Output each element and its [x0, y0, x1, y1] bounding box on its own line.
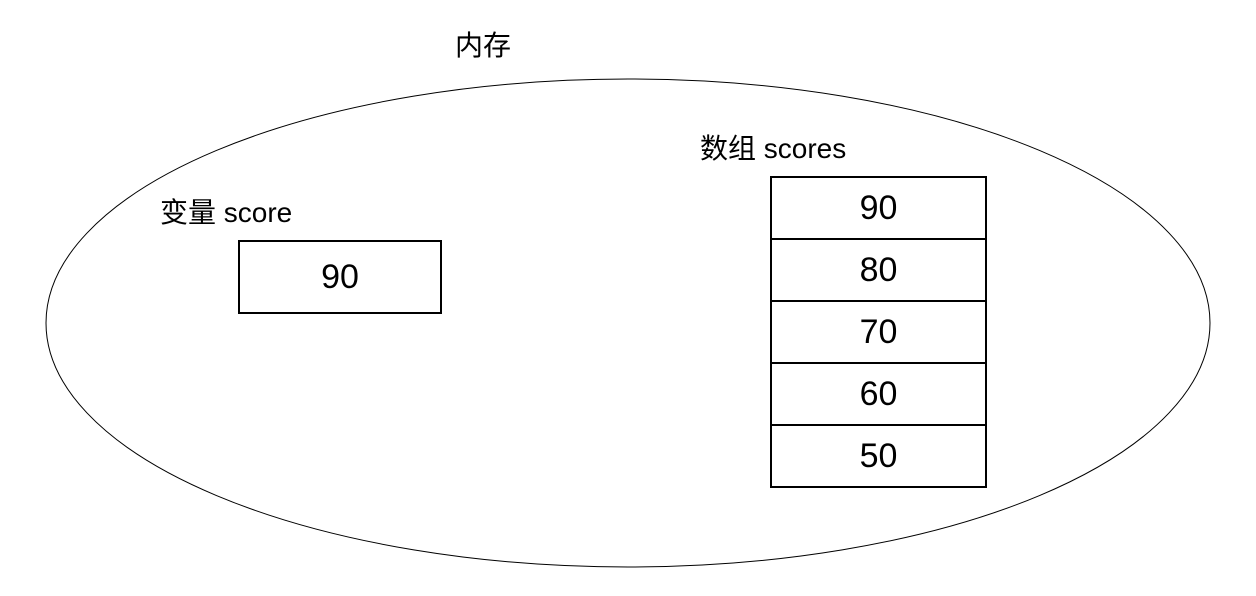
array-label: 数组 scores [700, 133, 847, 164]
variable-label: 变量 score [160, 197, 293, 228]
array-cell-0: 90 [772, 178, 985, 240]
array-cell-1: 80 [772, 240, 985, 302]
array-box: 90 80 70 60 50 [770, 176, 987, 488]
array-cell-4: 50 [859, 436, 898, 475]
array-cell-3: 60 [772, 364, 985, 426]
array-cell-2: 70 [772, 302, 985, 364]
memory-title: 内存 [455, 30, 512, 61]
variable-value: 90 [321, 257, 359, 296]
variable-value-box: 90 [238, 240, 442, 314]
